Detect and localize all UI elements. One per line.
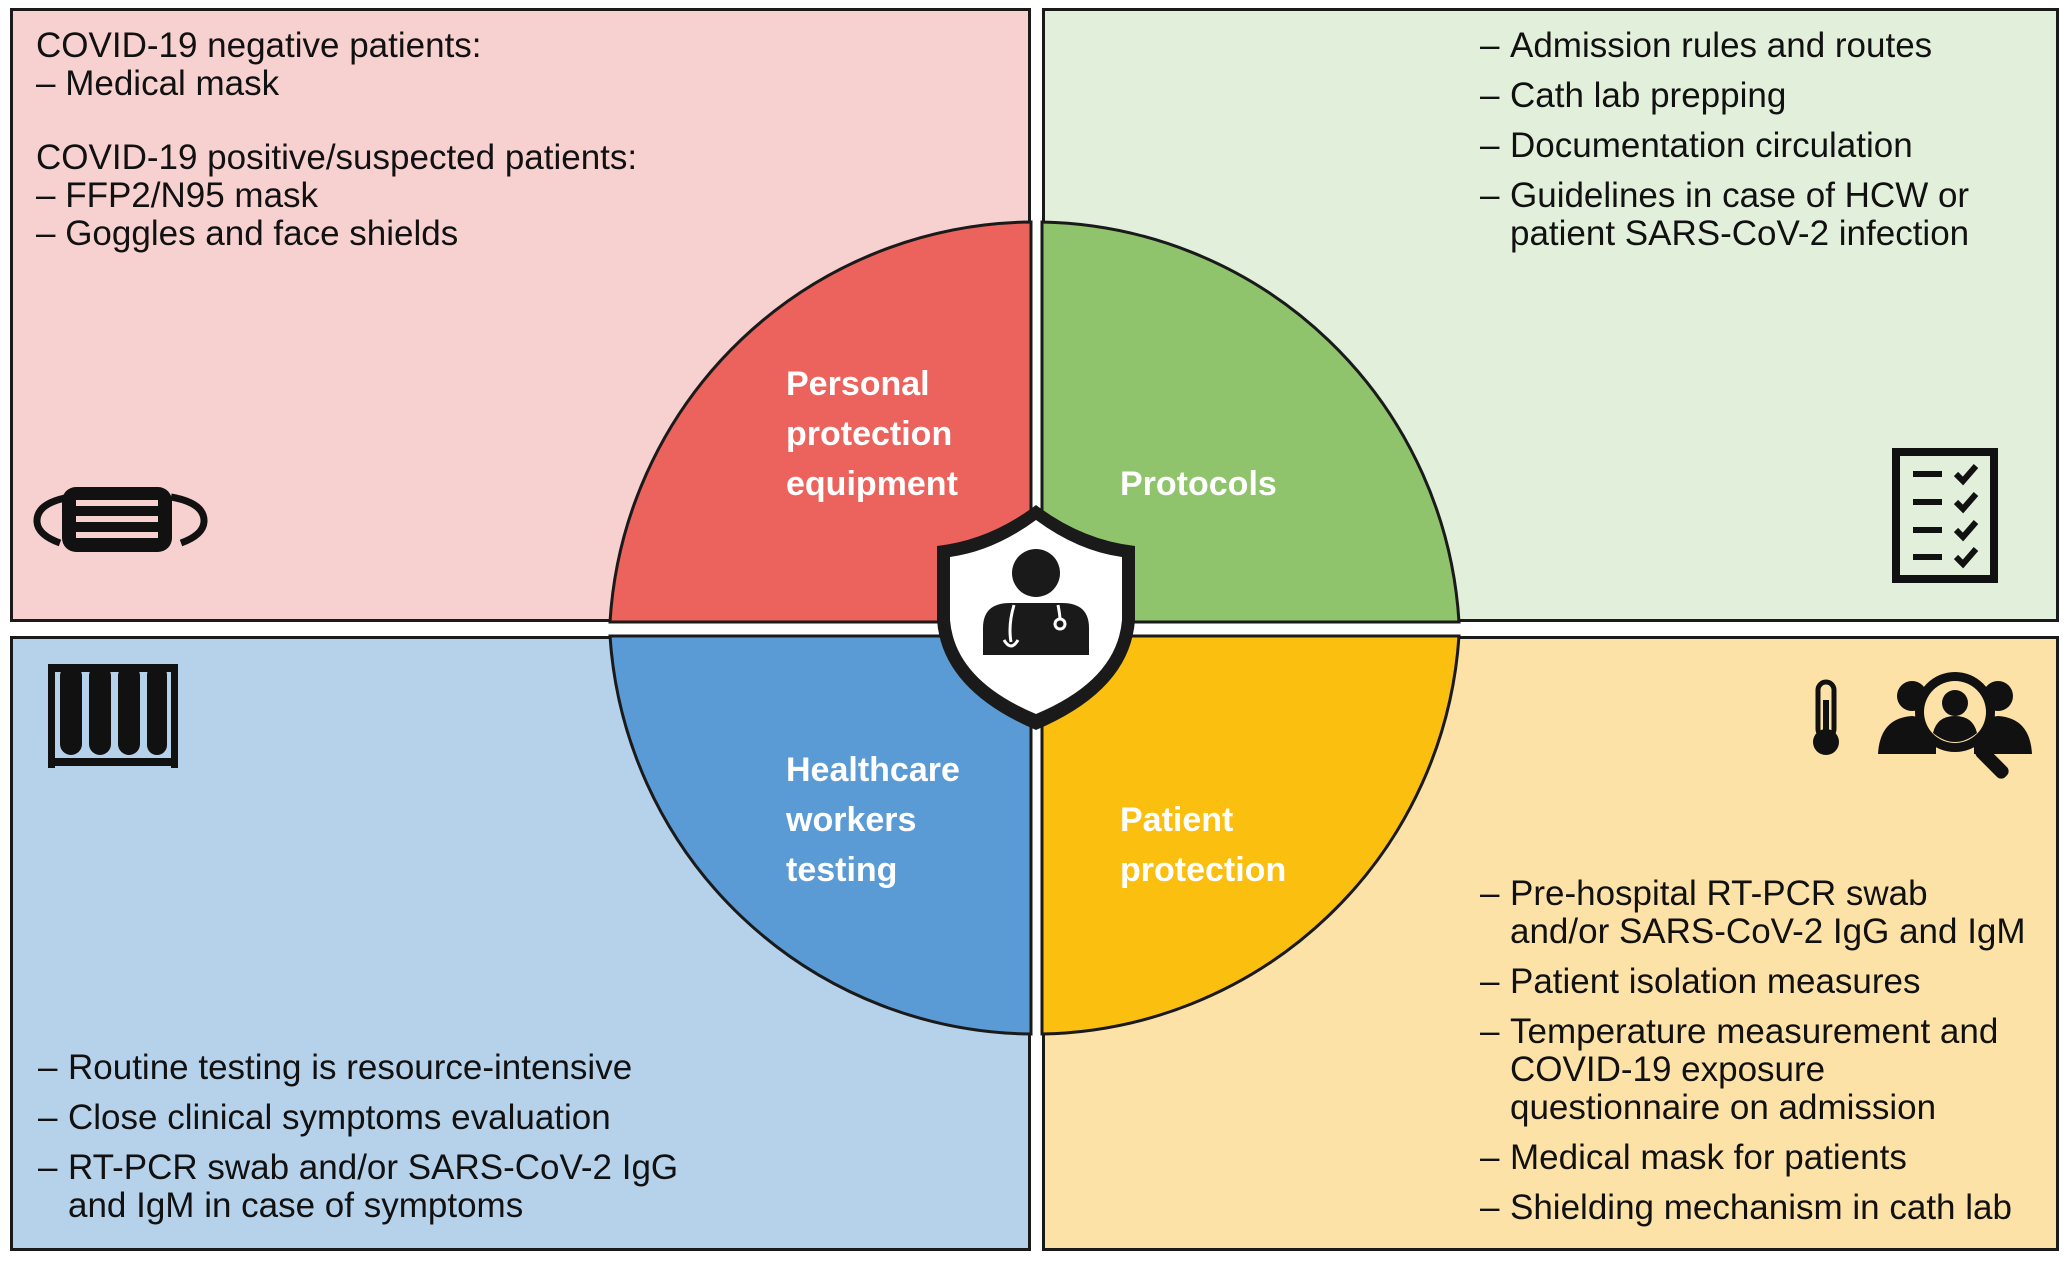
list-item: Admission rules and routes: [1480, 27, 1969, 66]
patient-label: Patient protection: [1120, 801, 1287, 889]
test-tubes-icon: [48, 664, 178, 768]
ppe-label: Personal protection equipment: [786, 365, 958, 503]
list-item: Cath lab prepping: [1480, 77, 1969, 116]
face-mask-icon: [33, 487, 208, 552]
testing-wedge: [608, 634, 1033, 1036]
ppe-positive-item: – Goggles and face shields: [36, 214, 459, 253]
ppe-positive-heading: COVID-19 positive/suspected patients:: [36, 138, 638, 177]
testing-list: Routine testing is resource-intensive Cl…: [38, 1049, 678, 1237]
doctor-shield-icon: [937, 505, 1135, 730]
ppe-negative-item: – Medical mask: [36, 64, 280, 103]
list-item: Close clinical symptoms evaluation: [38, 1099, 678, 1138]
ppe-text: COVID-19 negative patients: – Medical ma…: [36, 27, 637, 253]
list-item: Medical mask for patients: [1480, 1139, 2026, 1178]
protocols-label: Protocols: [1120, 465, 1277, 503]
ppe-negative-heading: COVID-19 negative patients:: [36, 26, 482, 65]
testing-label: Healthcare workers testing: [786, 751, 960, 889]
list-item: Patient isolation measures: [1480, 963, 2026, 1002]
ppe-wedge: [608, 220, 1033, 624]
protocols-list: Admission rules and routes Cath lab prep…: [1480, 27, 1969, 265]
list-item: Documentation circulation: [1480, 127, 1969, 166]
list-item: Routine testing is resource-intensive: [38, 1049, 678, 1088]
patient-wedge: [1040, 634, 1461, 1036]
people-search-icon: [1878, 672, 2032, 779]
list-item: Shielding mechanism in cath lab: [1480, 1189, 2026, 1228]
checklist-icon: [1892, 448, 1998, 583]
protocols-wedge: [1040, 220, 1461, 624]
thermometer-icon: [1813, 679, 1839, 755]
ppe-positive-item: – FFP2/N95 mask: [36, 176, 319, 215]
